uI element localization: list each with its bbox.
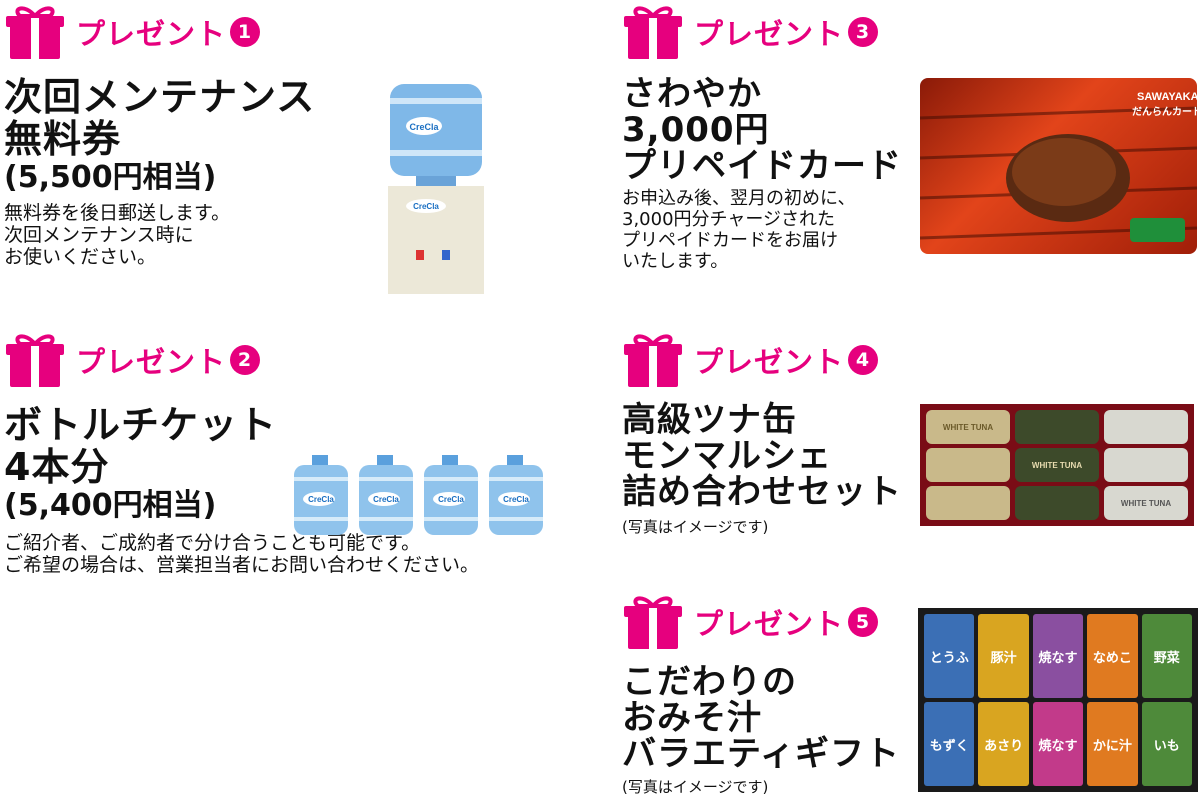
present-label: プレゼント xyxy=(694,17,845,51)
present-heading: プレゼント 3 xyxy=(694,11,879,53)
present-title-line: こだわりの xyxy=(622,662,797,702)
present-heading: プレゼント 5 xyxy=(694,601,879,643)
soup-packet: あさり xyxy=(978,702,1029,786)
present-note: (写真はイメージです) xyxy=(622,778,769,796)
present-label: プレゼント xyxy=(76,345,227,379)
present-4-header: プレゼント 4 xyxy=(622,330,922,390)
water-server-image: CreCla CreCla xyxy=(386,80,486,295)
present-2: プレゼント 2 ボトルチケット 4本分 (5,400円相当) ご紹介者、ご成約者… xyxy=(4,330,604,576)
soup-packet: 焼なす xyxy=(1032,614,1084,698)
present-5: プレゼント 5 こだわりの おみそ汁 バラエティギフト (写真はイメージです) xyxy=(622,592,922,796)
present-title-line: おみそ汁 xyxy=(622,698,762,738)
soup-packet: もずく xyxy=(924,702,975,786)
present-description: 無料券を後日郵送します。 次回メンテナンス時に お使いください。 xyxy=(4,202,231,268)
prepaid-card-image: SAWAYAKA だんらんカード xyxy=(920,78,1197,254)
present-title-line: モンマルシェ xyxy=(622,436,832,476)
present-heading: プレゼント 1 xyxy=(76,11,261,53)
soup-grid: とうふ 豚汁 焼なす なめこ 野菜 もずく あさり 焼なす かに汁 いも xyxy=(924,614,1192,786)
present-price: (5,500円相当) xyxy=(4,160,217,195)
tuna-cans-image: WHITE TUNA WHITE TUNA WHITE TUNA xyxy=(920,404,1194,526)
present-2-header: プレゼント 2 xyxy=(4,330,604,390)
present-title-line: 4本分 xyxy=(4,445,110,489)
soup-packet: とうふ xyxy=(924,614,975,698)
present-title-line: 無料券 xyxy=(4,117,122,161)
present-title-line: プリペイドカード xyxy=(622,146,902,186)
present-3-header: プレゼント 3 xyxy=(622,2,922,62)
present-title-line: バラエティギフト xyxy=(622,734,900,774)
bottle-brand-label: CreCla xyxy=(438,495,464,504)
card-subtitle: だんらんカード xyxy=(1132,106,1197,118)
present-number-badge: 4 xyxy=(848,345,879,375)
bottle-brand-label: CreCla xyxy=(373,495,399,504)
gift-box-icon xyxy=(622,3,684,61)
present-number-badge: 5 xyxy=(848,607,879,637)
present-heading: プレゼント 2 xyxy=(76,339,261,381)
present-price: (5,400円相当) xyxy=(4,488,217,523)
present-title-line: ボトルチケット xyxy=(4,403,278,447)
present-description: お申込み後、翌月の初めに、 3,000円分チャージされた プリペイドカードをお届… xyxy=(622,188,856,272)
gift-box-icon xyxy=(4,3,66,61)
present-title-line: 3,000円 xyxy=(622,110,770,150)
present-number-badge: 3 xyxy=(848,17,879,47)
present-title-line: さわやか xyxy=(622,74,762,114)
soup-packet: なめこ xyxy=(1087,614,1138,698)
can-label: WHITE TUNA xyxy=(1121,499,1171,508)
soup-packet: 野菜 xyxy=(1141,614,1192,698)
present-heading: プレゼント 4 xyxy=(694,339,879,381)
present-5-header: プレゼント 5 xyxy=(622,592,922,652)
soup-packet: 焼なす xyxy=(1032,702,1084,786)
present-1: プレゼント 1 次回メンテナンス 無料券 (5,500円相当) 無料券を後日郵送… xyxy=(4,2,604,268)
present-note: (写真はイメージです) xyxy=(622,518,769,536)
svg-text:CreCla: CreCla xyxy=(413,202,439,211)
present-1-header: プレゼント 1 xyxy=(4,2,604,62)
card-brand: SAWAYAKA xyxy=(1137,91,1197,103)
present-title-line: 詰め合わせセット xyxy=(622,472,902,512)
soup-packet: いも xyxy=(1141,702,1192,786)
present-label: プレゼント xyxy=(694,607,845,641)
can-label: WHITE TUNA xyxy=(943,423,993,432)
water-bottles-image: CreCla CreCla CreCla CreCla xyxy=(292,455,554,537)
present-label: プレゼント xyxy=(694,345,845,379)
gift-box-icon xyxy=(622,593,684,651)
gift-box-icon xyxy=(622,331,684,389)
present-title-line: 高級ツナ缶 xyxy=(622,400,797,440)
present-4: プレゼント 4 高級ツナ缶 モンマルシェ 詰め合わせセット (写真はイメージです… xyxy=(622,330,922,536)
present-label: プレゼント xyxy=(76,17,227,51)
miso-soup-gift-image: とうふ 豚汁 焼なす なめこ 野菜 もずく あさり 焼なす かに汁 いも xyxy=(918,608,1198,792)
present-title-line: 次回メンテナンス xyxy=(4,75,316,119)
can-label: WHITE TUNA xyxy=(1032,461,1082,470)
svg-text:CreCla: CreCla xyxy=(409,122,439,132)
bottle-brand-label: CreCla xyxy=(308,495,334,504)
soup-packet: かに汁 xyxy=(1087,702,1138,786)
bottle-brand-label: CreCla xyxy=(503,495,529,504)
present-3: プレゼント 3 さわやか 3,000円 プリペイドカード お申込み後、翌月の初め… xyxy=(622,2,922,272)
gift-box-icon xyxy=(4,331,66,389)
present-number-badge: 1 xyxy=(230,17,261,47)
present-number-badge: 2 xyxy=(230,345,261,375)
present-description: ご紹介者、ご成約者で分け合うことも可能です。 ご希望の場合は、営業担当者にお問い… xyxy=(4,532,480,576)
soup-packet: 豚汁 xyxy=(978,614,1029,698)
